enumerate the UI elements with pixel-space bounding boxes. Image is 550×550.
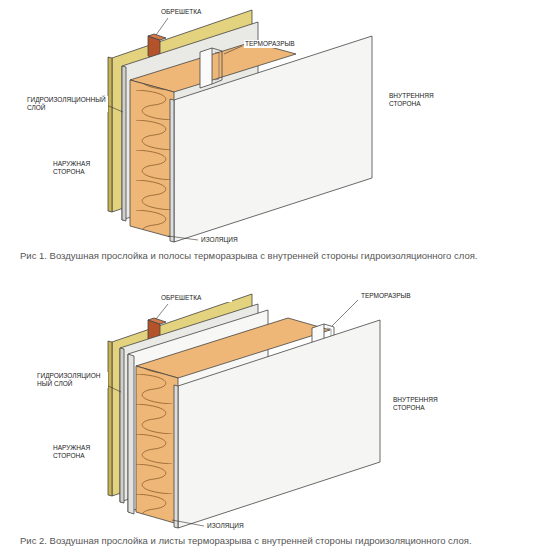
part-label: ВНУТРЕННЯЯ СТОРОНА [392,396,446,412]
leader-lines [104,18,358,526]
part-label: ГИДРОИЗОЛЯЦИОННЫЙ СЛОЙ [26,96,108,112]
part-label: ОБРЕШЕТКА [160,294,232,302]
figure-caption: Рис 1. Воздушная прослойка и полосы терм… [20,250,540,261]
part-label: НАРУЖНАЯ СТОРОНА [52,444,98,460]
part-label: ТЕРМОРАЗРЫВ [360,292,432,300]
part-label: НАРУЖНАЯ СТОРОНА [52,160,98,176]
part-label: ГИДРОИЗОЛЯЦИОН НЫЙ СЛОЙ [36,372,108,388]
wall-section-2 [108,294,380,528]
part-label: ИЗОЛЯЦИЯ [206,522,268,530]
part-label: ОБРЕШЕТКА [160,8,232,16]
part-label: ВНУТРЕННЯЯ СТОРОНА [388,92,442,108]
part-label: ИЗОЛЯЦИЯ [200,236,262,244]
figure-caption: Рис 2. Воздушная прослойка и листы термо… [20,535,540,546]
part-label: ТЕРМОРАЗРЫВ [244,40,316,48]
wall-section-1 [108,10,372,242]
